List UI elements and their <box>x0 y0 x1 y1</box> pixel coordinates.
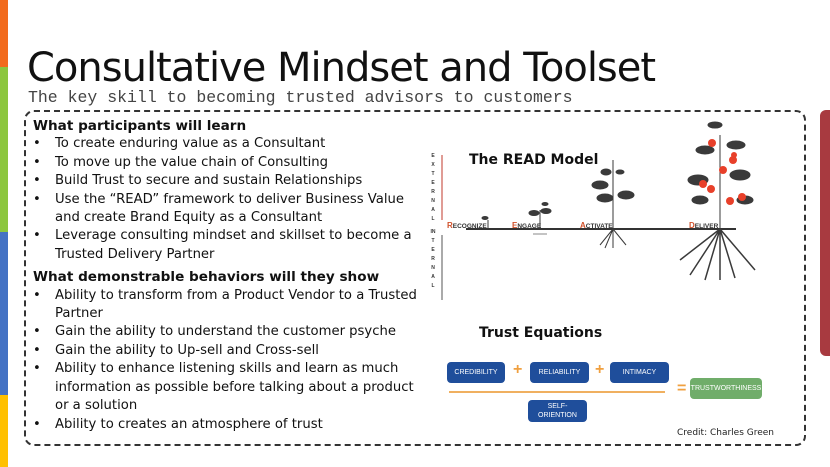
read-model-title: The READ Model <box>469 152 599 168</box>
slide-title: Consultative Mindset and Toolset <box>27 45 656 91</box>
side-tab <box>820 110 830 356</box>
list-item: Build Trust to secure and sustain Relati… <box>33 172 423 191</box>
list-item: Leverage consulting mindset and skillset… <box>33 227 423 264</box>
list-item: Ability to transform from a Product Vend… <box>33 287 423 324</box>
read-model-graphic <box>441 121 756 300</box>
trustworthiness-box: TRUSTWORTHINESS <box>690 378 762 399</box>
plus-sign: + <box>595 361 605 378</box>
list-item: To create enduring value as a Consultant <box>33 135 423 154</box>
list-item: Gain the ability to understand the custo… <box>33 323 423 342</box>
behaviors-list: Ability to transform from a Product Vend… <box>33 287 423 435</box>
stage-recognize: RECOGNIZE <box>447 221 487 230</box>
accent-bar-blue <box>0 232 8 395</box>
stage-activate: ACTIVATE <box>580 221 613 230</box>
external-label: EXTERNAL <box>431 153 435 222</box>
internal-label: INTERNAL <box>430 229 436 289</box>
slide-subtitle: The key skill to becoming trusted adviso… <box>28 88 573 107</box>
accent-bar-green <box>0 67 8 232</box>
plus-sign: + <box>513 361 523 378</box>
reliability-box: RELIABILITY <box>530 362 589 383</box>
stage-engage: ENGAGE <box>512 221 542 230</box>
list-item: Gain the ability to Up-sell and Cross-se… <box>33 342 423 361</box>
content-frame <box>24 110 806 446</box>
learn-list: To create enduring value as a Consultant… <box>33 135 423 264</box>
fraction-line <box>449 391 665 393</box>
credit-text: Credit: Charles Green <box>677 428 775 438</box>
list-item: Use the “READ” framework to deliver Busi… <box>33 191 423 228</box>
stage-deliver: DELIVER <box>689 221 719 230</box>
list-item: Ability to creates an atmosphere of trus… <box>33 416 423 435</box>
accent-bar-yellow <box>0 395 8 467</box>
behaviors-heading: What demonstrable behaviors will they sh… <box>33 269 380 286</box>
trust-equations-title: Trust Equations <box>479 325 603 341</box>
accent-bar-orange <box>0 0 8 67</box>
list-item: Ability to enhance listening skills and … <box>33 360 423 415</box>
learning-outcomes: What participants will learn To create e… <box>33 117 423 434</box>
credibility-box: CREDIBILITY <box>447 362 505 383</box>
list-item: To move up the value chain of Consulting <box>33 154 423 173</box>
intimacy-box: INTIMACY <box>610 362 669 383</box>
equals-sign: = <box>677 380 687 397</box>
self-orientation-box: SELF-ORIENTION <box>528 400 587 422</box>
learn-heading: What participants will learn <box>33 118 247 134</box>
